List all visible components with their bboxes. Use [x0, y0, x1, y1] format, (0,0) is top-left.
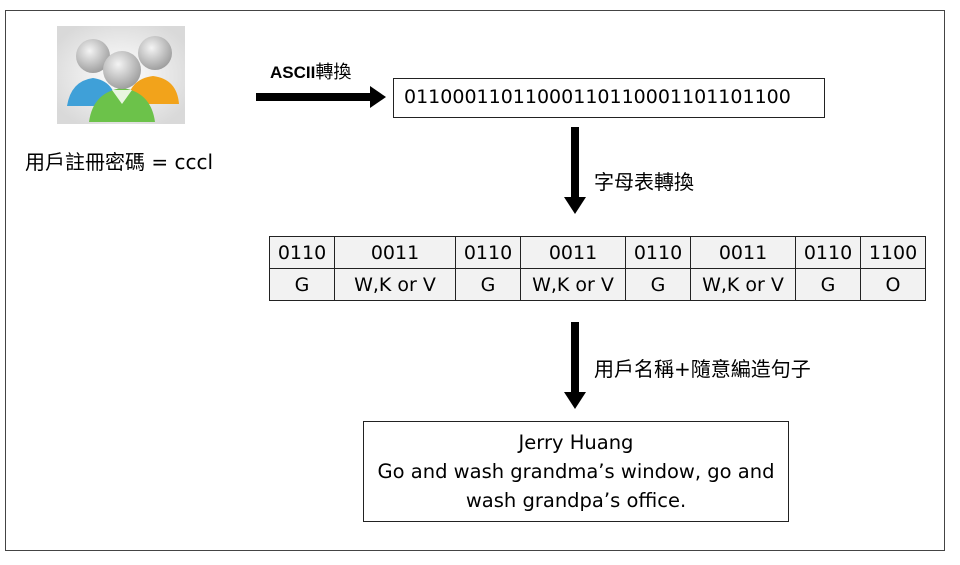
diagram-frame: [5, 10, 945, 551]
bits-cell: 0011: [520, 236, 626, 269]
bits-cell: 0011: [690, 236, 796, 269]
letter-cell: G: [795, 268, 861, 301]
ascii-text: ASCII: [270, 63, 316, 82]
bits-cell: 1100: [860, 236, 926, 269]
letters-row: G W,K or V G W,K or V G W,K or V G O: [269, 268, 926, 301]
letter-cell: W,K or V: [520, 268, 626, 301]
bits-row: 0110 0011 0110 0011 0110 0011 0110 1100: [269, 236, 926, 269]
bits-cell: 0110: [795, 236, 861, 269]
bits-cell: 0110: [625, 236, 691, 269]
letter-cell: G: [625, 268, 691, 301]
down-arrow-icon: [564, 322, 586, 409]
binary-string-box: 01100011011000110110001101101100: [393, 78, 825, 118]
letter-cell: G: [269, 268, 335, 301]
alphabet-conversion-label: 字母表轉換: [594, 170, 694, 194]
sentence-line: wash grandpa’s office.: [465, 489, 687, 512]
compose-sentence-label: 用戶名稱+隨意編造句子: [594, 357, 811, 381]
right-arrow-icon: [256, 86, 386, 108]
user-name: Jerry Huang: [518, 431, 634, 454]
bits-cell: 0110: [455, 236, 521, 269]
bits-cell: 0011: [334, 236, 456, 269]
letter-cell: W,K or V: [334, 268, 456, 301]
bits-cell: 0110: [269, 236, 335, 269]
bit-letter-table: 0110 0011 0110 0011 0110 0011 0110 1100 …: [269, 236, 926, 301]
letter-cell: W,K or V: [690, 268, 796, 301]
conversion-text: 轉換: [315, 62, 352, 83]
sentence-box: Jerry Huang Go and wash grandma’s window…: [363, 421, 789, 522]
letter-cell: G: [455, 268, 521, 301]
ascii-conversion-label: ASCII轉換: [270, 58, 351, 84]
sentence-line: Go and wash grandma’s window, go and: [377, 460, 775, 483]
password-label: 用戶註冊密碼 = cccl: [25, 150, 214, 174]
down-arrow-icon: [564, 127, 586, 214]
user-group-icon: [57, 26, 185, 124]
letter-cell: O: [860, 268, 926, 301]
